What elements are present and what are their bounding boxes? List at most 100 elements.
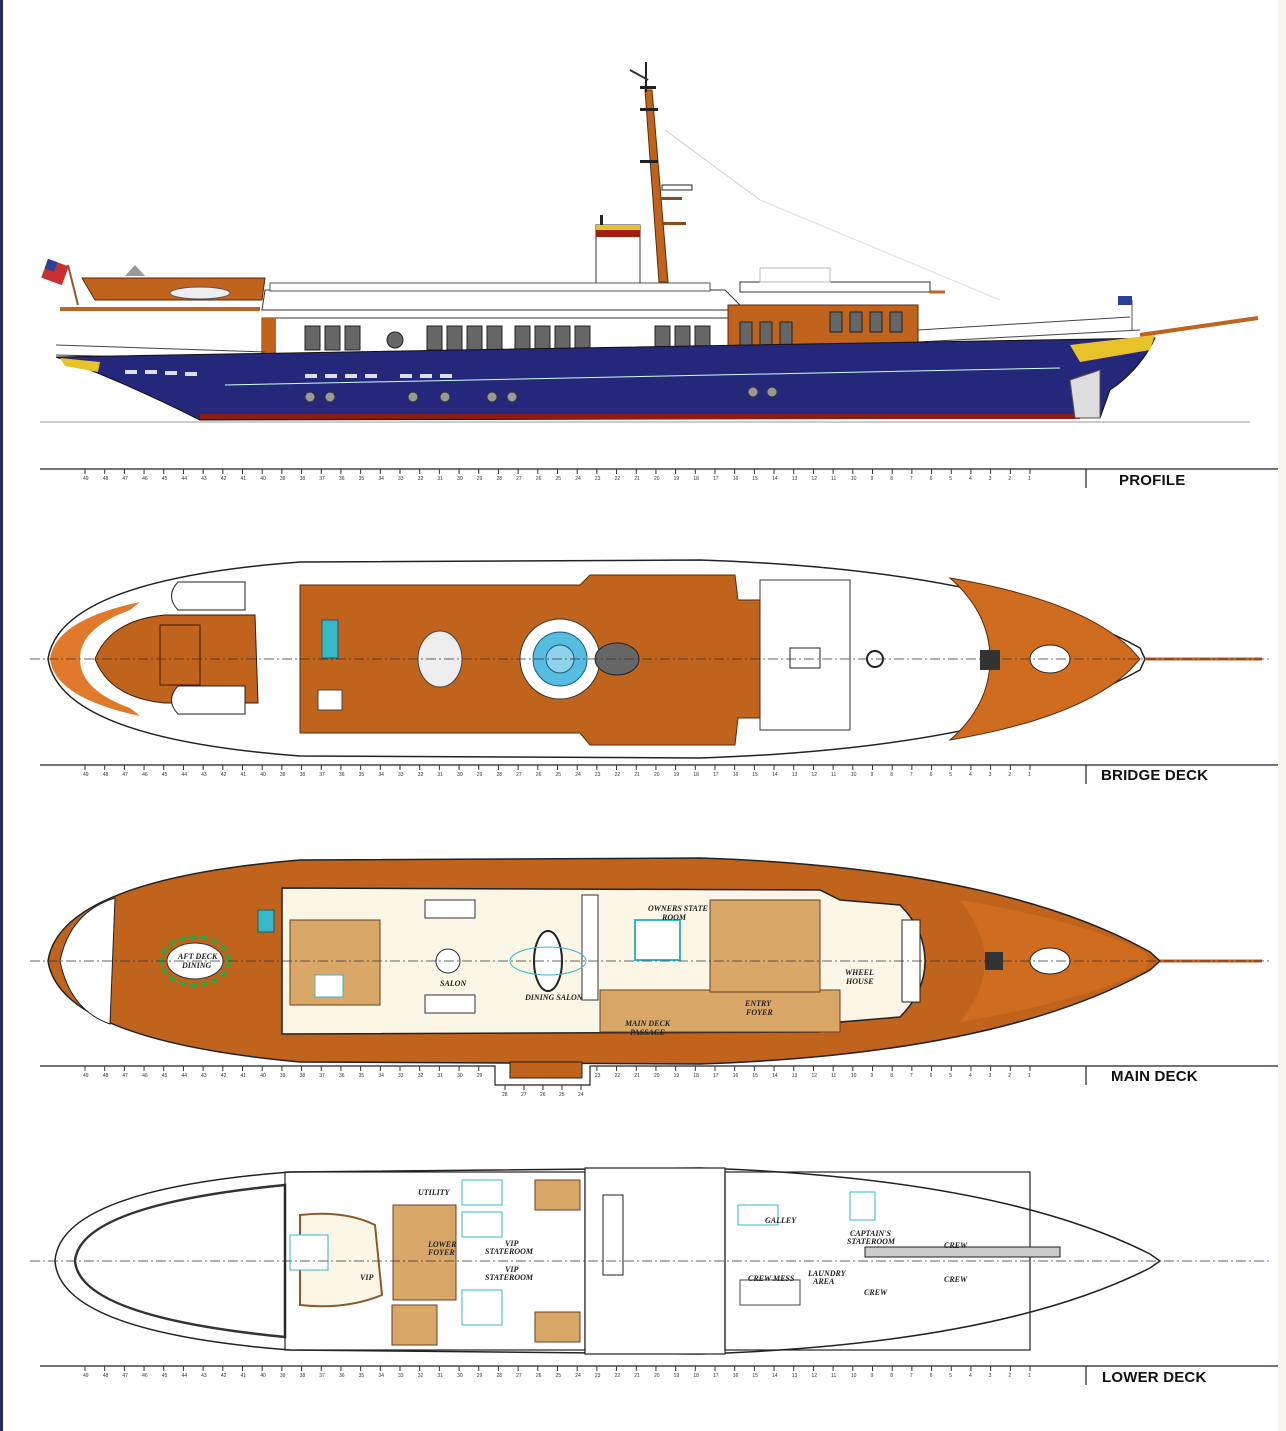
- svg-text:12: 12: [811, 1373, 817, 1379]
- svg-text:34: 34: [378, 476, 384, 482]
- svg-text:48: 48: [103, 1073, 109, 1079]
- svg-text:7: 7: [910, 772, 913, 778]
- label-wheel-house: WHEEL: [845, 968, 874, 977]
- label-salon: SALON: [440, 979, 467, 988]
- svg-text:34: 34: [378, 1373, 384, 1379]
- svg-text:23: 23: [595, 1073, 601, 1079]
- svg-text:9: 9: [871, 476, 874, 482]
- svg-text:5: 5: [949, 1073, 952, 1079]
- svg-text:10: 10: [851, 1073, 857, 1079]
- svg-text:29: 29: [477, 1073, 483, 1079]
- svg-text:13: 13: [792, 1373, 798, 1379]
- svg-text:15: 15: [752, 476, 758, 482]
- svg-text:2: 2: [1008, 1073, 1011, 1079]
- stern-flag: [41, 258, 79, 306]
- svg-text:19: 19: [674, 1373, 680, 1379]
- svg-text:47: 47: [122, 476, 128, 482]
- svg-text:31: 31: [437, 1073, 443, 1079]
- svg-text:34: 34: [378, 772, 384, 778]
- svg-text:24: 24: [575, 476, 581, 482]
- svg-text:48: 48: [103, 476, 109, 482]
- svg-text:11: 11: [831, 1373, 836, 1379]
- hull-portholes: [304, 386, 778, 403]
- funnel: [595, 215, 641, 284]
- label-utility: UTILITY: [418, 1188, 451, 1197]
- svg-text:29: 29: [477, 772, 483, 778]
- label-owners-stateroom: OWNERS STATE: [648, 904, 708, 913]
- profile-drawing: 4948474645444342414039383736353433323130…: [40, 62, 1278, 488]
- svg-text:31: 31: [437, 1373, 443, 1379]
- svg-text:33: 33: [398, 1073, 404, 1079]
- svg-text:24: 24: [575, 772, 581, 778]
- view-label-lower-deck: LOWER DECK: [1102, 1369, 1207, 1386]
- svg-text:10: 10: [851, 1373, 857, 1379]
- svg-text:38: 38: [300, 1073, 306, 1079]
- svg-text:41: 41: [241, 1073, 247, 1079]
- svg-text:21: 21: [634, 1373, 640, 1379]
- label-lower-foyer-2: FOYER: [427, 1248, 455, 1257]
- svg-text:8: 8: [890, 1073, 893, 1079]
- svg-text:42: 42: [221, 1073, 227, 1079]
- svg-text:40: 40: [260, 1373, 266, 1379]
- svg-text:6: 6: [930, 772, 933, 778]
- svg-text:32: 32: [418, 1373, 424, 1379]
- svg-text:41: 41: [241, 476, 247, 482]
- svg-text:13: 13: [792, 476, 798, 482]
- svg-text:35: 35: [359, 1373, 365, 1379]
- svg-text:21: 21: [634, 772, 640, 778]
- svg-text:37: 37: [319, 1073, 325, 1079]
- side-boarding-platform: [509, 1061, 583, 1079]
- svg-text:14: 14: [772, 476, 778, 482]
- svg-text:46: 46: [142, 1073, 148, 1079]
- svg-text:24: 24: [575, 1373, 581, 1379]
- svg-text:18: 18: [693, 1073, 699, 1079]
- view-label-main-deck: MAIN DECK: [1111, 1068, 1198, 1085]
- main-deck-room-labels: AFT DECK DINING SALON DINING SALON OWNER…: [177, 904, 874, 1037]
- svg-text:6: 6: [930, 476, 933, 482]
- svg-text:30: 30: [457, 476, 463, 482]
- svg-text:49: 49: [83, 1073, 89, 1079]
- svg-text:21: 21: [634, 1073, 640, 1079]
- svg-text:47: 47: [122, 772, 128, 778]
- svg-text:40: 40: [260, 772, 266, 778]
- svg-text:31: 31: [437, 772, 443, 778]
- svg-text:45: 45: [162, 1073, 168, 1079]
- mast: [629, 62, 1001, 301]
- svg-text:19: 19: [674, 476, 680, 482]
- svg-text:22: 22: [615, 1073, 621, 1079]
- svg-text:3: 3: [989, 476, 992, 482]
- svg-text:33: 33: [398, 476, 404, 482]
- svg-text:22: 22: [615, 476, 621, 482]
- sheer-stripe: [224, 367, 1061, 386]
- svg-text:10: 10: [851, 476, 857, 482]
- svg-text:38: 38: [300, 476, 306, 482]
- label-main-deck-passage-2: PASSAGE: [630, 1028, 665, 1037]
- svg-text:42: 42: [221, 772, 227, 778]
- svg-text:12: 12: [811, 1073, 817, 1079]
- svg-text:32: 32: [418, 1073, 424, 1079]
- label-entry-foyer-2: FOYER: [745, 1008, 773, 1017]
- bow-scroll: [1070, 335, 1155, 362]
- page-left-strip: [3, 0, 8, 1431]
- svg-text:20: 20: [654, 1373, 660, 1379]
- label-main-deck-passage: MAIN DECK: [624, 1019, 671, 1028]
- svg-text:28: 28: [496, 1373, 502, 1379]
- svg-text:42: 42: [221, 1373, 227, 1379]
- svg-text:33: 33: [398, 772, 404, 778]
- svg-text:46: 46: [142, 1373, 148, 1379]
- svg-text:38: 38: [300, 1373, 306, 1379]
- boot-top: [200, 414, 1080, 419]
- svg-text:16: 16: [733, 1073, 739, 1079]
- svg-text:14: 14: [772, 772, 778, 778]
- stern-scroll: [60, 358, 100, 372]
- svg-text:45: 45: [162, 476, 168, 482]
- svg-text:4: 4: [969, 476, 972, 482]
- svg-text:30: 30: [457, 772, 463, 778]
- svg-text:40: 40: [260, 1073, 266, 1079]
- lower-bath-floors: [391, 1179, 581, 1346]
- bow-cutwater: [1069, 369, 1101, 419]
